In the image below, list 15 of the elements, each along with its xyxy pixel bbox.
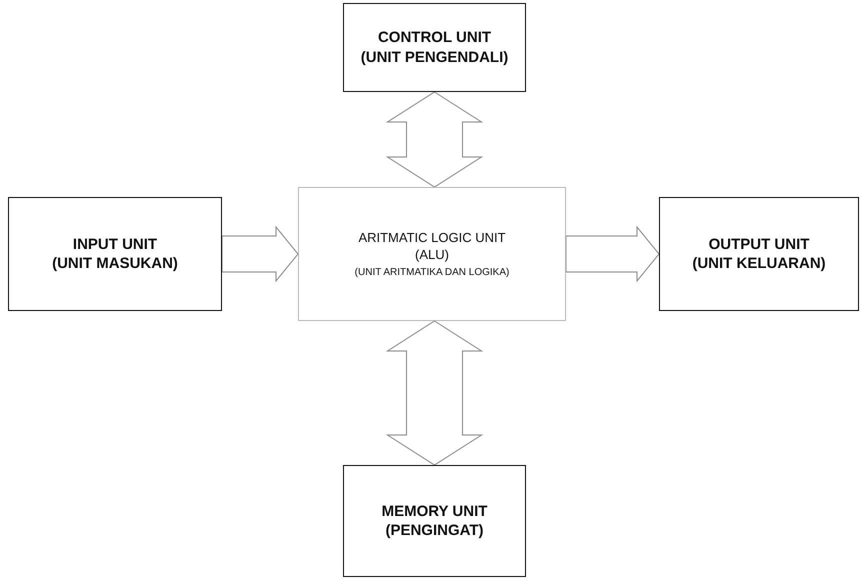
unit-label: INPUT UNIT (UNIT MASUKAN) xyxy=(52,234,178,274)
block-arrow xyxy=(222,226,299,282)
unit-box xyxy=(298,187,566,321)
unit-label: MEMORY UNIT (PENGINGAT) xyxy=(382,502,488,540)
unit-label: OUTPUT UNIT (UNIT KELUARAN) xyxy=(692,234,826,274)
block-arrow xyxy=(566,226,660,282)
unit-box xyxy=(343,3,526,92)
unit-box xyxy=(8,197,222,311)
unit-subtitle: (UNIT ARITMATIKA DAN LOGIKA) xyxy=(354,266,510,280)
block-arrow xyxy=(386,320,484,466)
unit-label: ARITMATIC LOGIC UNIT (ALU) xyxy=(358,228,506,264)
block-arrow xyxy=(386,91,484,188)
unit-box xyxy=(659,197,859,311)
unit-label: CONTROL UNIT (UNIT PENGENDALI) xyxy=(360,28,508,67)
unit-box xyxy=(343,465,526,577)
